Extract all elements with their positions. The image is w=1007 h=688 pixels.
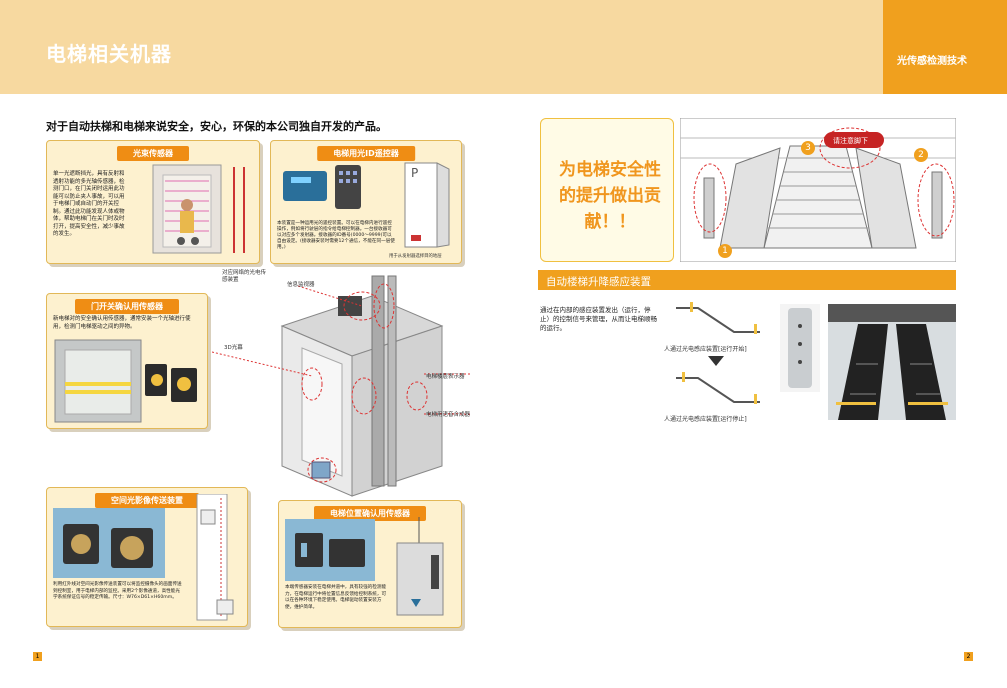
door-sensor-illustration	[54, 339, 197, 423]
slogan-text: 为电梯安全性的提升做出贡献！！	[559, 160, 661, 232]
page-title: 电梯相关机器	[46, 42, 172, 66]
door-sensor-title: 门开关确认用传感器	[75, 299, 179, 314]
label-network-sensor: 对应网络的光电传感装置	[222, 270, 267, 283]
escalator-stop-diagram	[676, 372, 760, 404]
escalator-photo	[828, 304, 956, 420]
header-category: 光传感检测技术	[883, 0, 1007, 94]
space-optical-desc: 利用红外线对空间光影像传送装置可以将监控摄像头的画面传送到控制室，用于电梯内部的…	[53, 582, 182, 600]
elevator-diagram	[212, 275, 472, 497]
escalator-caption-stop: 人通过光电感应装置[运行停止]	[664, 416, 747, 423]
position-sensor-illustration	[285, 519, 375, 581]
label-voice-synth: 电梯用语音合成器	[426, 412, 471, 418]
shaft-illustration	[196, 494, 234, 621]
door-sensor-box: 门开关确认用传感器 新电梯对的安全确认用传感器，通常安装一个光轴进行使用，检测门…	[46, 293, 208, 429]
escalator-illustration	[680, 118, 956, 262]
svg-text:P: P	[411, 166, 418, 180]
intro-text: 对于自动扶梯和电梯来说安全，安心，环保的本公司独自开发的产品。	[46, 120, 387, 133]
remote-device-illustration	[283, 165, 361, 209]
label-info-monitor: 信息监视器	[287, 282, 315, 288]
escalator-section-bar: 自动楼梯升降感应装置	[538, 270, 956, 290]
optical-device-illustration	[53, 508, 165, 578]
remote-box: 电梯用光ID遥控器 本装置是一种运用光的遥控装置。可以在电梯内进行遥控操作，例如…	[270, 140, 462, 264]
label-3d-light-curtain: 3D光幕	[224, 345, 243, 351]
beam-sensor-title: 光束传感器	[117, 146, 189, 161]
escalator-section-title: 自动楼梯升降感应装置	[546, 276, 651, 288]
beam-sensor-desc: 单一光遮断挡光，具有反射和透射功能的多光轴传感器，检测门口，在门关闭时运用此功能…	[53, 171, 125, 237]
remote-caption: 用于从发射器选择目的地层	[389, 254, 442, 259]
beam-sensor-box: 光束传感器 单一光遮断挡光，具有反射和透射功能的多光轴传感器，检测门口，在门关闭…	[46, 140, 260, 264]
category-label: 光传感检测技术	[897, 56, 967, 67]
space-optical-box: 空间光影像传送装置 利用红外线对空间光影像传送装置可以将监控摄像头的画面传送到控…	[46, 487, 248, 627]
down-arrow-icon	[708, 356, 724, 366]
escalator-start-diagram	[676, 302, 760, 334]
page-number-left: 1	[33, 652, 42, 661]
label-floor-indicator: 电梯楼层表示器	[426, 374, 465, 380]
escalator-caption-start: 人通过光电感应装置[运行开始]	[664, 346, 747, 353]
remote-title: 电梯用光ID遥控器	[317, 146, 415, 161]
position-sensor-title: 电梯位置确认用传感器	[314, 506, 426, 521]
position-sensor-box: 电梯位置确认用传感器 本端传感器安装在电梯井道中，具有较强的检测能力，在电梯运行…	[278, 500, 462, 628]
building-illustration: P	[404, 162, 450, 248]
remote-desc: 本装置是一种运用光的遥控装置。可以在电梯内进行遥控操作，例如将行驶层的指令给电梯…	[277, 221, 395, 250]
callout-3: 3	[801, 141, 815, 155]
page-header: 电梯相关机器	[0, 0, 883, 94]
car-illustration	[396, 517, 444, 616]
space-optical-title: 空间光影像传送装置	[95, 493, 199, 508]
page-number-right: 2	[964, 652, 973, 661]
callout-1: 1	[718, 244, 732, 258]
sensor-pillar-photo	[780, 304, 820, 392]
elevator-door-illustration	[152, 164, 245, 254]
caution-sign: 请注意脚下	[833, 137, 868, 145]
door-sensor-desc: 新电梯对的安全确认用传感器，通常安装一个光轴进行使用，检测门电梯驱动之间的异物。	[53, 316, 191, 330]
position-sensor-desc: 本端传感器安装在电梯井道中，具有较强的检测能力，在电梯运行中将位置信息反馈给控制…	[285, 585, 387, 610]
slogan-box: 为电梯安全性的提升做出贡献！！	[540, 118, 674, 262]
escalator-desc: 通过在内部的感应装置发出（运行，停止）的控制信号来管理，从而让电梯顺畅的运行。	[540, 306, 657, 332]
callout-2: 2	[914, 148, 928, 162]
